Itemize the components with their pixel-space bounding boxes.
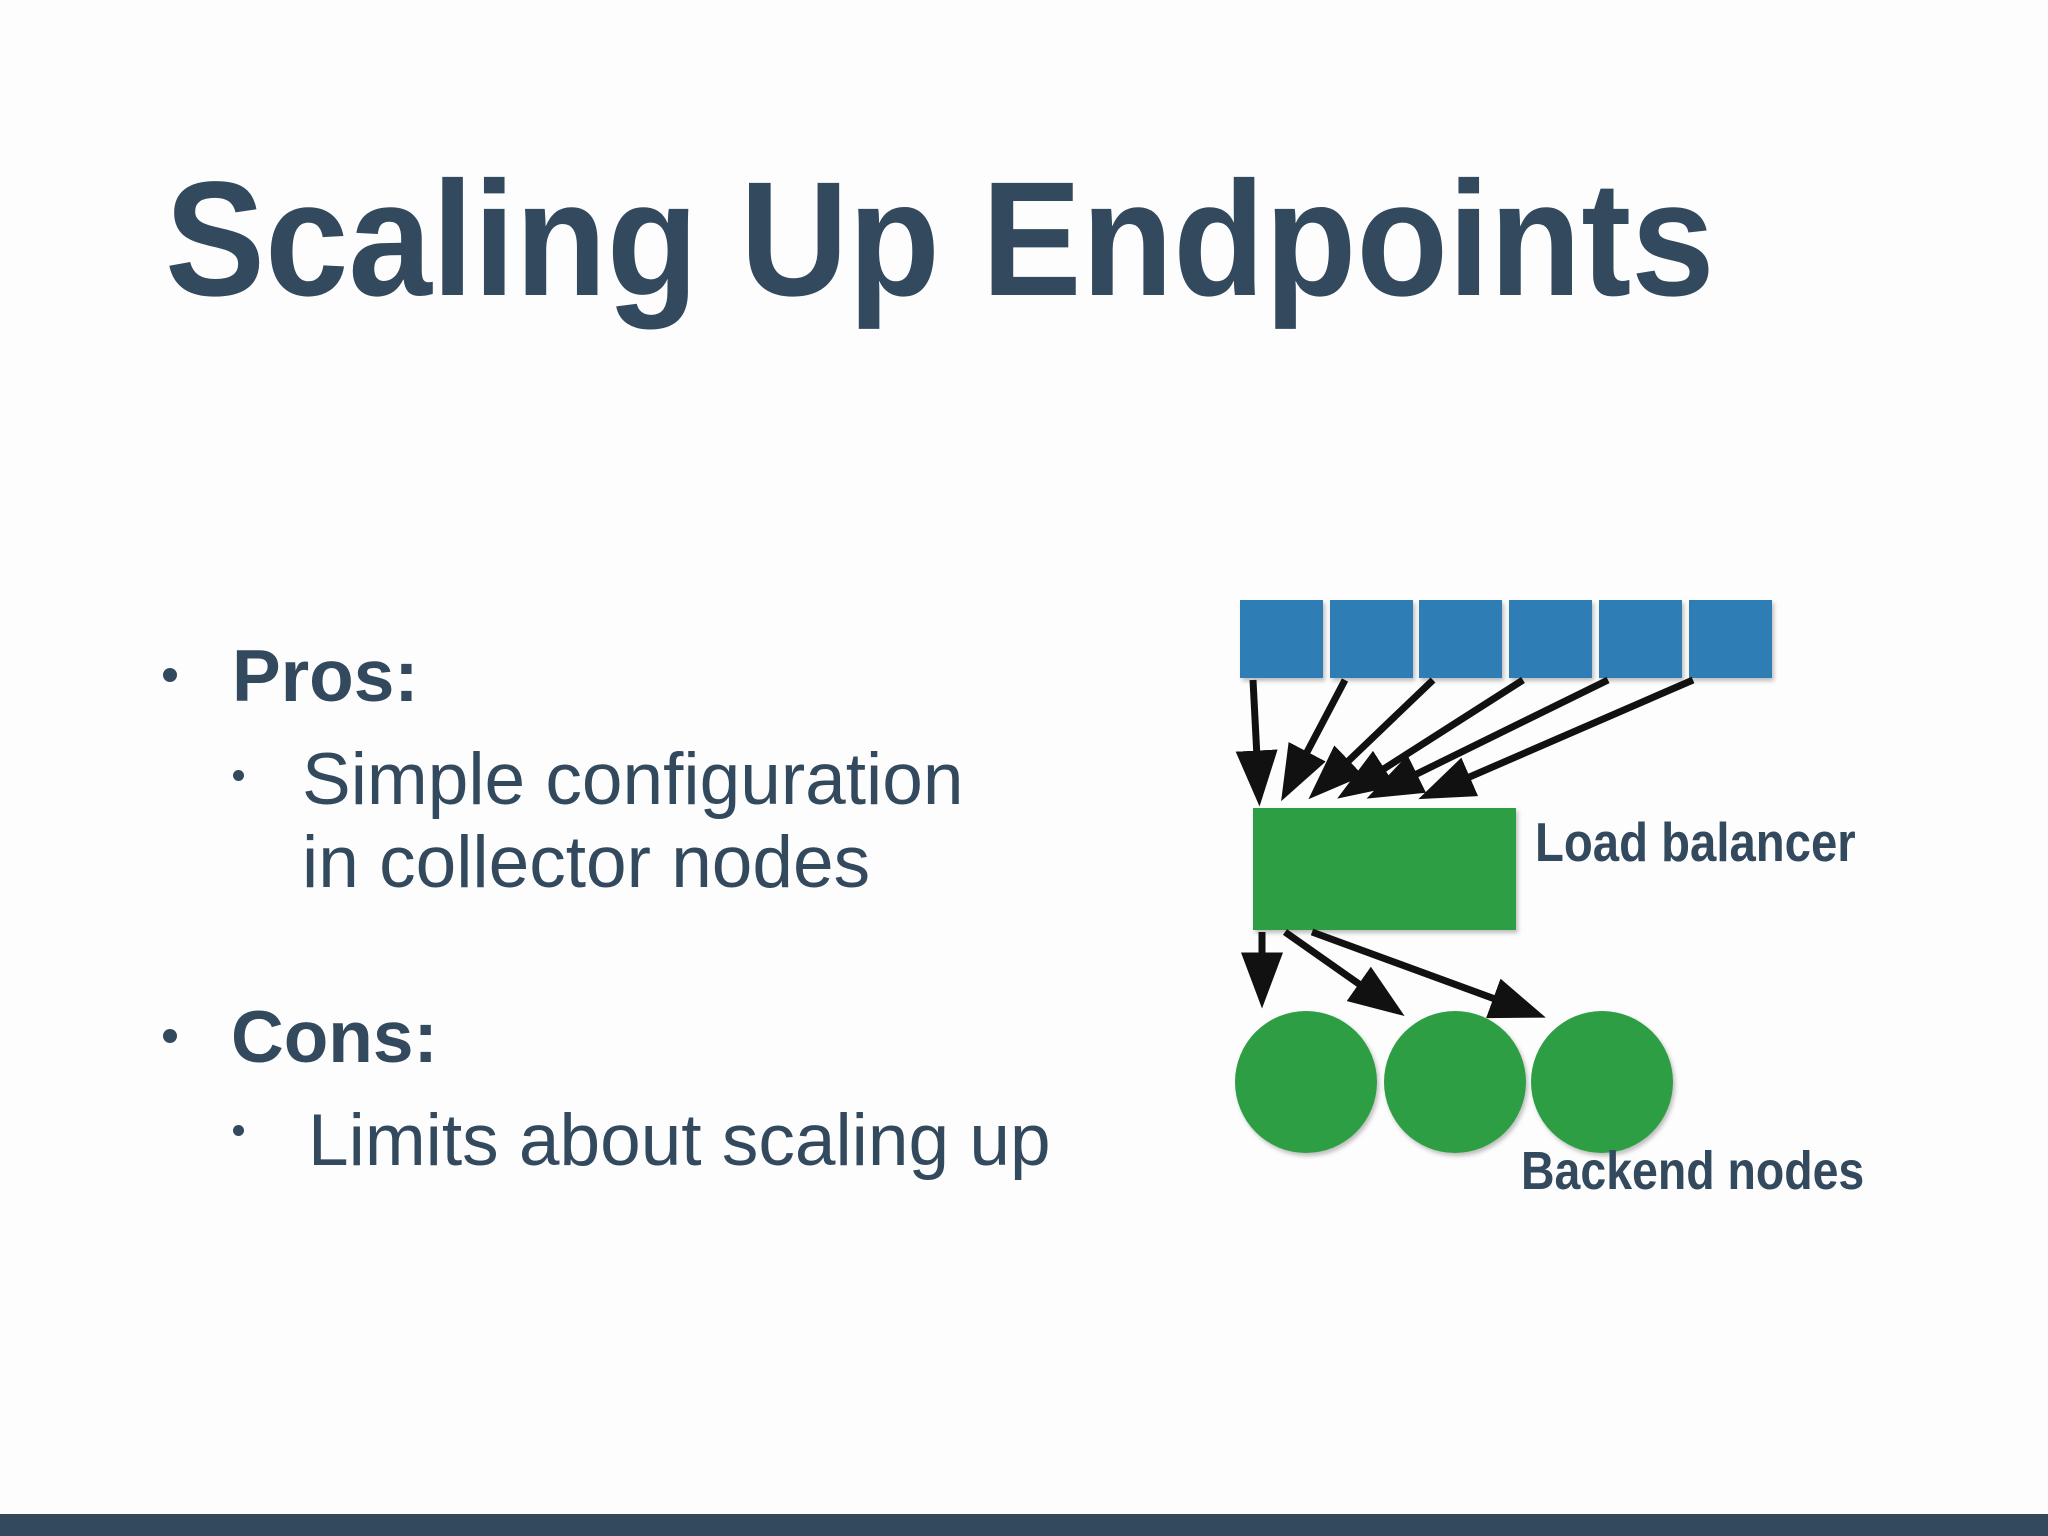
page-title: Scaling Up Endpoints bbox=[165, 147, 1715, 330]
pros-item-line1: Simple configuration bbox=[302, 739, 964, 820]
pros-item-line2: in collector nodes bbox=[302, 822, 871, 903]
request-arrow bbox=[1281, 678, 1349, 802]
backend-nodes-label: Backend nodes bbox=[1521, 1141, 1865, 1201]
distribution-arrows bbox=[1241, 928, 1546, 1019]
client-square bbox=[1419, 600, 1502, 678]
load-balancer-label: Load balancer bbox=[1535, 811, 1856, 873]
load-balancer-box bbox=[1253, 808, 1516, 930]
client-square bbox=[1689, 600, 1772, 678]
bullet-dot bbox=[163, 1029, 177, 1043]
cons-item: Limits about scaling up bbox=[308, 1100, 1051, 1181]
cons-heading: Cons: bbox=[231, 997, 438, 1078]
backend-node-circle bbox=[1384, 1011, 1526, 1153]
client-square bbox=[1599, 600, 1682, 678]
load-balancing-diagram bbox=[1235, 600, 1772, 1153]
backend-node-circle bbox=[1235, 1011, 1377, 1153]
bullet-dot bbox=[163, 668, 177, 682]
distribution-arrow bbox=[1310, 928, 1546, 1019]
backend-node-circle bbox=[1531, 1011, 1673, 1153]
request-arrow bbox=[1418, 676, 1695, 800]
backend-node-circles bbox=[1235, 1011, 1673, 1153]
request-arrow bbox=[1366, 676, 1610, 799]
bullet-dot bbox=[233, 1125, 244, 1136]
request-arrows bbox=[1235, 676, 1695, 807]
client-square bbox=[1330, 600, 1413, 678]
request-arrow bbox=[1308, 677, 1436, 800]
bullet-dot bbox=[233, 770, 244, 781]
client-squares bbox=[1240, 600, 1772, 678]
client-square bbox=[1240, 600, 1323, 678]
footer-bar bbox=[0, 1514, 2048, 1536]
pros-item: Simple configuration in collector nodes bbox=[302, 738, 963, 904]
request-arrow bbox=[1235, 679, 1278, 807]
client-square bbox=[1509, 600, 1592, 678]
distribution-arrow bbox=[1282, 929, 1405, 1017]
pros-heading: Pros: bbox=[232, 636, 419, 717]
